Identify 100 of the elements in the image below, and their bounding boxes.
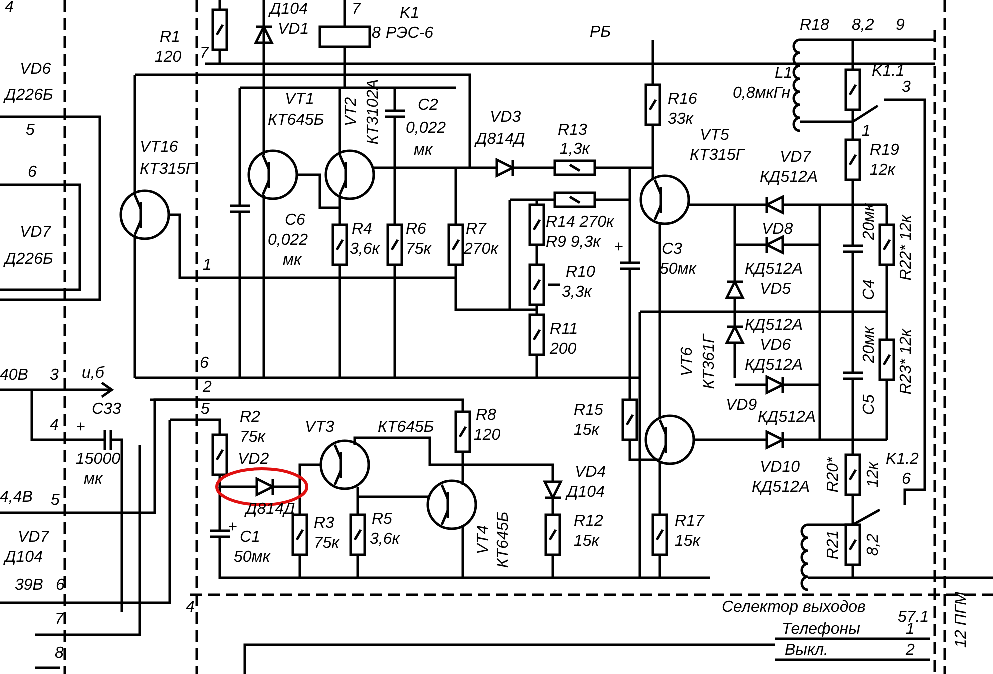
component-label: C3: [662, 242, 682, 258]
pin-number: 5: [26, 123, 35, 139]
component-label: R19: [870, 143, 900, 159]
component-label: 39В: [15, 578, 44, 594]
pin-number: 8: [372, 26, 381, 42]
component-label: Д226Б: [5, 252, 54, 268]
component-label: КД512А: [752, 480, 810, 496]
pin-number: 1: [203, 258, 212, 274]
component-label: 15к: [675, 534, 700, 550]
component-label: R12: [574, 514, 604, 530]
pin-number: 4: [186, 600, 195, 616]
component-label: КД512А: [760, 170, 818, 186]
component-label: C6: [285, 213, 306, 229]
component-label: C33: [92, 402, 122, 418]
component-label: R15: [574, 403, 604, 419]
component-label: VD6: [760, 338, 792, 354]
component-label: 12к: [870, 163, 896, 179]
component-label: VD9: [726, 398, 758, 414]
component-label: мк: [414, 143, 433, 159]
pin-number: 6: [200, 356, 209, 372]
component-label: VD3: [490, 110, 522, 126]
note-text: Селектор выходов: [722, 600, 866, 616]
component-label: R22* 12к: [899, 215, 915, 281]
component-label: 15к: [574, 534, 600, 550]
component-label: 40В: [0, 368, 28, 384]
component-label: 8,2: [852, 18, 874, 34]
pin-number: 5: [201, 402, 210, 418]
component-label: 8,2: [866, 534, 882, 556]
note-text: +: [76, 420, 86, 436]
component-label: КТ361Г: [702, 334, 718, 390]
component-label: VT2: [344, 97, 360, 127]
component-label: 0,022: [406, 121, 446, 137]
component-label: C1: [240, 530, 260, 546]
component-label: R3: [314, 516, 334, 532]
component-label: КД512А: [745, 318, 804, 334]
component-label: 270к: [464, 242, 498, 258]
component-label: R4: [352, 222, 372, 238]
component-label: R18: [800, 18, 830, 34]
component-label: 0,8мкГн: [733, 86, 791, 102]
component-label: VT1: [285, 92, 314, 108]
component-label: 3,6к: [370, 532, 400, 548]
component-label: мк: [84, 472, 103, 488]
component-label: Д814Д: [476, 132, 526, 148]
component-label: 50мк: [234, 550, 270, 566]
component-label: VD7: [20, 225, 52, 241]
pin-number: 3: [902, 80, 911, 96]
component-label: K1.2: [886, 452, 919, 468]
component-label: C4: [862, 280, 878, 300]
component-label: VD8: [762, 222, 794, 238]
component-label: 20мк: [862, 204, 878, 240]
component-label: VD6: [20, 62, 52, 78]
note-text: +: [614, 240, 624, 256]
component-label: 50мк: [660, 262, 696, 278]
component-label: мк: [283, 253, 302, 269]
component-label: 75к: [314, 536, 340, 552]
pin-number: 6: [28, 165, 37, 181]
component-label: R13: [558, 123, 588, 139]
component-label: VT6: [680, 347, 696, 377]
component-label: 120: [474, 428, 501, 444]
pin-number: 4: [5, 0, 14, 16]
pin-number: 3: [50, 368, 59, 384]
component-label: Д104: [5, 550, 43, 566]
pin-number: 7: [352, 2, 361, 18]
component-label: R1: [160, 30, 180, 46]
component-label: K1.1: [872, 64, 905, 80]
component-label: РЭС-6: [386, 26, 434, 42]
note-text: +: [228, 520, 238, 536]
note-text: Выкл.: [785, 643, 828, 659]
component-label: R9 9,3к: [546, 235, 601, 251]
pin-number: 8: [55, 646, 64, 662]
component-label: 3,6к: [350, 242, 380, 258]
component-label: R16: [668, 92, 698, 108]
component-label: VD7: [780, 150, 812, 166]
component-label: R21: [826, 530, 842, 560]
component-label: C2: [418, 98, 438, 114]
component-label: L1: [775, 66, 793, 82]
component-label: Д104: [567, 485, 605, 501]
component-label: КД512А: [758, 410, 816, 426]
component-label: 12к: [866, 462, 882, 488]
component-label: R7: [466, 222, 486, 238]
component-label: VD4: [575, 465, 606, 481]
component-label: 15000: [76, 452, 120, 468]
pin-number: 4: [50, 418, 59, 434]
component-label: КД512А: [745, 358, 804, 374]
component-label: VD1: [278, 22, 310, 38]
pin-number: 2: [906, 643, 915, 659]
component-label: VD5: [760, 282, 792, 298]
component-label: VT5: [700, 128, 730, 144]
component-label: VT3: [305, 420, 334, 436]
component-label: R20*: [826, 457, 842, 493]
note-text: Телефоны: [782, 622, 860, 638]
component-label: VD10: [760, 460, 800, 476]
component-label: VD7: [18, 530, 50, 546]
component-label: КТ645Б: [268, 113, 324, 129]
pin-number: 7: [200, 46, 209, 62]
note-text: 12 ПГМ: [954, 592, 970, 648]
component-label: 15к: [574, 423, 600, 439]
component-label: 120: [155, 50, 182, 66]
component-label: 33к: [668, 112, 694, 128]
pin-number: 6: [56, 578, 65, 594]
